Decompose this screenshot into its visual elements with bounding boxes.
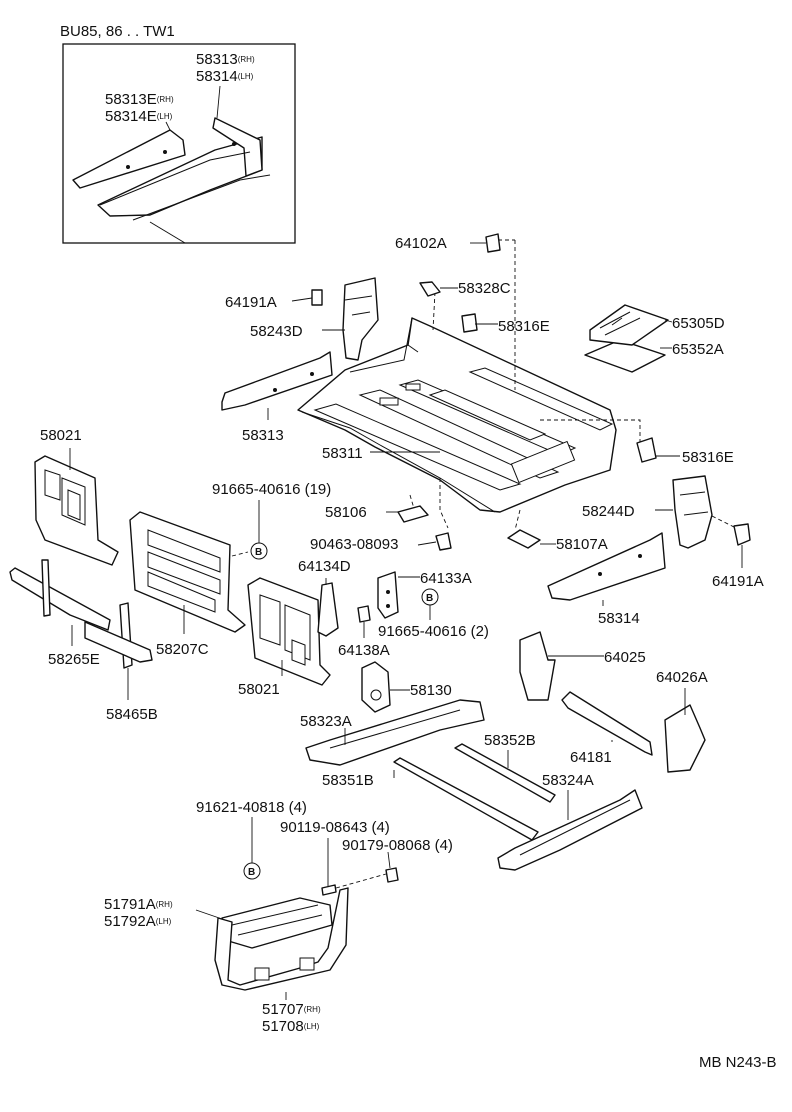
label-90119-08643: 90119-08643 (4) xyxy=(280,819,390,836)
bracket-58243D xyxy=(342,277,379,361)
crossmember-58021-center xyxy=(247,577,331,686)
label-58328C: 58328C xyxy=(458,280,511,297)
floor-panel-58311 xyxy=(297,317,617,513)
label-58314-inset: 58314(LH) xyxy=(196,68,254,85)
label-58323A: 58323A xyxy=(300,713,352,730)
label-51708: 51708(LH) xyxy=(262,1018,320,1035)
label-58352B: 58352B xyxy=(484,732,536,749)
label-58244D: 58244D xyxy=(582,503,635,520)
label-58207C: 58207C xyxy=(156,641,209,658)
label-58324A: 58324A xyxy=(542,772,594,789)
bolt-marker-1-label: B xyxy=(255,547,262,558)
label-64102A: 64102A xyxy=(395,235,447,252)
label-64138A: 64138A xyxy=(338,642,390,659)
label-58107A: 58107A xyxy=(556,536,608,553)
pad-64191A-right xyxy=(733,523,751,546)
bolt-90119-08643 xyxy=(321,884,337,896)
label-64181: 64181 xyxy=(570,749,612,766)
clip-64102A xyxy=(485,233,501,253)
nut-90463-08093 xyxy=(435,532,452,551)
bracket-58130 xyxy=(361,661,391,713)
bracket-64133A xyxy=(377,571,399,619)
bracket-58316E-top xyxy=(461,313,478,333)
bolt-marker-3: B xyxy=(243,862,261,880)
label-51791A: 51791A(RH) xyxy=(104,896,173,913)
crossmember-58207C xyxy=(129,511,246,633)
label-51792A: 51792A(LH) xyxy=(104,913,172,930)
label-51707: 51707(RH) xyxy=(262,1001,321,1018)
strap-58352B xyxy=(454,743,556,803)
member-58323A xyxy=(305,699,485,766)
label-58106: 58106 xyxy=(325,504,367,521)
inset-panel: BU85, 86 . . TW1 xyxy=(60,23,296,244)
label-65352A: 65352A xyxy=(672,341,724,358)
label-58465B: 58465B xyxy=(106,706,158,723)
label-91621-40818: 91621-40818 (4) xyxy=(196,799,307,816)
inset-title: BU85, 86 . . TW1 xyxy=(60,23,175,40)
label-58265E: 58265E xyxy=(48,651,100,668)
label-58021-center: 58021 xyxy=(238,681,280,698)
label-90463-08093: 90463-08093 xyxy=(310,536,398,553)
footer-code: MB N243-B xyxy=(699,1054,777,1071)
label-58314: 58314 xyxy=(598,610,640,627)
rail-58314 xyxy=(547,532,666,601)
bracket-64026A xyxy=(664,704,706,773)
bracket-58328C xyxy=(419,281,441,297)
label-58314E: 58314E(LH) xyxy=(105,108,173,125)
label-90179-08068: 90179-08068 (4) xyxy=(342,837,453,854)
bracket-58106 xyxy=(397,505,429,523)
label-64026A: 64026A xyxy=(656,669,708,686)
nut-90179-08068 xyxy=(385,867,399,883)
step-assembly xyxy=(214,887,349,991)
rear-cover-65305D xyxy=(584,304,669,373)
member-64181 xyxy=(561,691,653,756)
crossmember-58021-left xyxy=(34,455,119,566)
bolt-marker-1: B xyxy=(250,542,268,560)
bracket-58107A xyxy=(507,529,541,549)
leader-lines xyxy=(69,242,743,1000)
label-58316E-top: 58316E xyxy=(498,318,550,335)
pad-64191A-top xyxy=(311,289,323,306)
label-64133A: 64133A xyxy=(420,570,472,587)
strap-58351B xyxy=(393,757,539,841)
label-58130: 58130 xyxy=(410,682,452,699)
label-58351B: 58351B xyxy=(322,772,374,789)
bolt-marker-2-label: B xyxy=(426,593,433,604)
label-64191A-top: 64191A xyxy=(225,294,277,311)
bracket-64025 xyxy=(519,631,556,701)
bolt-marker-3-label: B xyxy=(248,867,255,878)
inset-side-rail-58313 xyxy=(212,117,263,177)
label-58313E: 58313E(RH) xyxy=(105,91,174,108)
bracket-58244D xyxy=(672,475,713,549)
label-58313: 58313 xyxy=(242,427,284,444)
inset-floor-panel xyxy=(97,136,263,217)
label-64134D: 64134D xyxy=(298,558,351,575)
rail-58313 xyxy=(221,351,333,411)
label-58313-inset: 58313(RH) xyxy=(196,51,255,68)
label-58021-left: 58021 xyxy=(40,427,82,444)
label-64025: 64025 xyxy=(604,649,646,666)
label-58311: 58311 xyxy=(322,445,363,462)
inset-rail-58313E xyxy=(72,129,186,189)
bracket-58316E-right xyxy=(636,437,657,463)
label-58316E-right: 58316E xyxy=(682,449,734,466)
label-91665-40616-2: 91665-40616 (2) xyxy=(378,623,489,640)
label-58243D: 58243D xyxy=(250,323,303,340)
bracket-64134D xyxy=(317,582,339,637)
bracket-64138A xyxy=(357,605,371,623)
inset-frame xyxy=(62,43,296,244)
rail-58265E xyxy=(9,567,111,631)
label-64191A-right: 64191A xyxy=(712,573,764,590)
label-65305D: 65305D xyxy=(672,315,725,332)
bolt-marker-2: B xyxy=(421,588,439,606)
part-labels: 58313(RH) 58314(LH) 58313E(RH) 58314E(LH… xyxy=(40,51,777,1071)
label-91665-40616-19: 91665-40616 (19) xyxy=(212,481,331,498)
